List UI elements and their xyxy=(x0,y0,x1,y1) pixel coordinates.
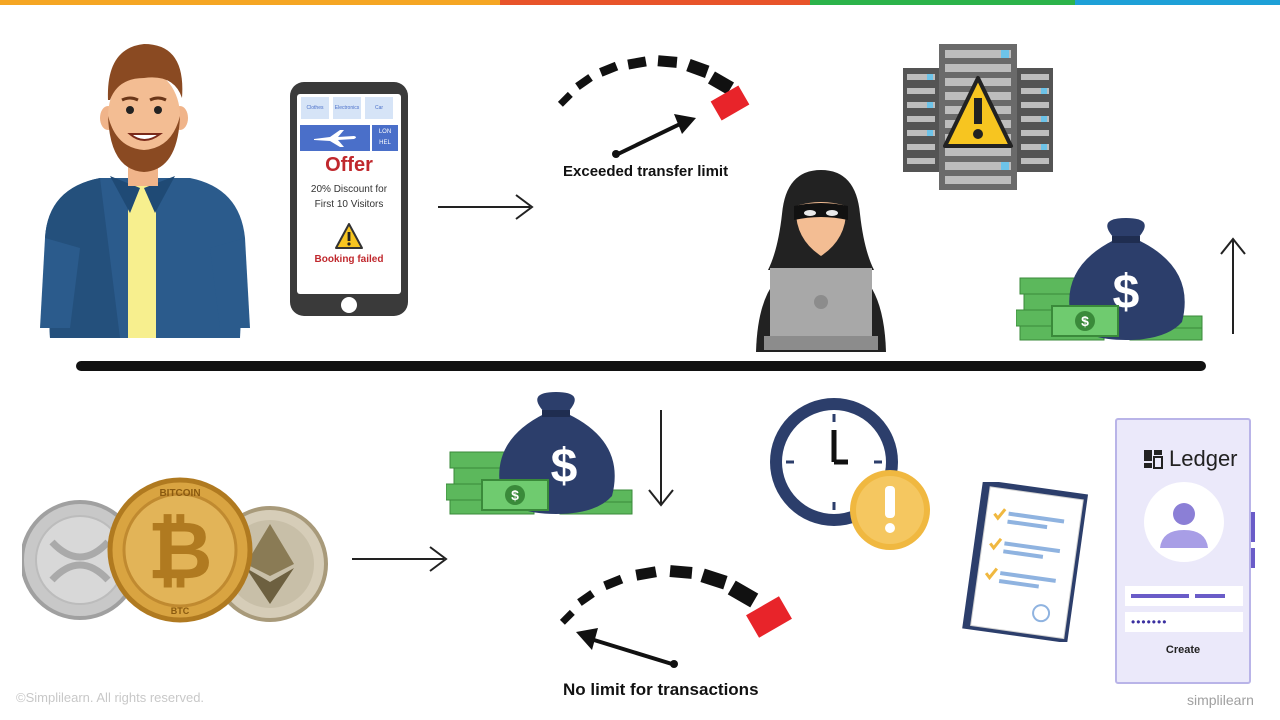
arrow-right-icon xyxy=(352,546,448,572)
clock-alert-icon xyxy=(770,398,930,550)
warning-icon xyxy=(335,223,363,249)
user-avatar-icon xyxy=(1160,503,1208,548)
offer-title: Offer xyxy=(325,154,373,176)
arrow-up-icon xyxy=(1220,237,1246,334)
avatar[interactable] xyxy=(1144,482,1224,562)
svg-text:$: $ xyxy=(551,440,578,493)
top-bar-segment-green xyxy=(810,0,1075,5)
phone-frame: Clothes Electronics Car LON HEL Offer 20… xyxy=(290,82,408,316)
svg-text:₿: ₿ xyxy=(147,506,212,595)
create-button[interactable]: Create xyxy=(1165,644,1201,656)
bitcoin-coin-top-text: BITCOIN xyxy=(159,488,200,499)
phone-home-button[interactable] xyxy=(341,297,357,313)
ledger-brand-name: Ledger xyxy=(1169,446,1238,471)
flight-banner xyxy=(300,125,370,151)
timeline-divider xyxy=(76,361,1206,371)
username-field-fill xyxy=(1195,594,1225,598)
ledger-side-button xyxy=(1251,512,1255,542)
phone-mini-tab[interactable]: Car xyxy=(365,97,393,119)
arrow-down-icon xyxy=(648,410,674,507)
password-field[interactable]: ••••••• xyxy=(1125,612,1243,632)
crypto-coins-icon: ₿ BITCOIN BTC xyxy=(22,477,328,623)
booking-status: Booking failed xyxy=(314,254,384,265)
phone-mini-tab[interactable]: Clothes xyxy=(301,97,329,119)
phone-mini-tab[interactable]: Electronics xyxy=(333,97,361,119)
ledger-brand: Ledger xyxy=(1143,446,1238,472)
phone-screen: Clothes Electronics Car LON HEL Offer 20… xyxy=(297,94,401,294)
offer-description: 20% Discount for First 10 Visitors xyxy=(297,182,401,212)
flight-codes: LON HEL xyxy=(372,125,398,151)
top-bar-segment-yellow xyxy=(0,0,500,5)
flight-code-from: LON xyxy=(378,129,392,135)
offer-line-1: 20% Discount for xyxy=(310,184,388,195)
top-bar-segment-blue xyxy=(1075,0,1280,5)
ledger-app-card: Ledger ••••••• Create xyxy=(1115,418,1251,684)
username-field[interactable] xyxy=(1125,586,1243,606)
top-bar-segment-orange xyxy=(500,0,810,5)
arrow-right-icon xyxy=(438,194,534,220)
money-bag-icon: $ $ xyxy=(1016,218,1203,341)
username-field-fill xyxy=(1131,594,1189,598)
speed-gauge-bottom xyxy=(559,565,792,668)
ledger-side-button xyxy=(1251,548,1255,568)
gauge-bottom-caption: No limit for transactions xyxy=(563,680,759,699)
footer-brand-text: simplilearn xyxy=(1187,692,1254,708)
document-clipboard-icon xyxy=(962,482,1089,642)
ledger-logo-icon xyxy=(1144,450,1163,469)
offer-line-2: First 10 Visitors xyxy=(314,199,384,210)
svg-text:$: $ xyxy=(511,487,519,503)
top-color-bar xyxy=(0,0,1280,5)
hacker-icon xyxy=(756,170,886,352)
bitcoin-coin-bottom-text: BTC xyxy=(171,606,190,616)
svg-text:$: $ xyxy=(1081,313,1089,329)
copyright-text: ©Simplilearn. All rights reserved. xyxy=(16,690,205,705)
money-bag-icon: $ $ xyxy=(446,392,633,515)
server-rack-icon xyxy=(903,44,1053,190)
footer-brand-logo: simplilearn xyxy=(1187,692,1254,708)
flight-code-to: HEL xyxy=(379,140,391,146)
gauge-top-caption: Exceeded transfer limit xyxy=(563,163,729,180)
speed-gauge-top xyxy=(557,55,750,158)
airplane-icon xyxy=(314,130,356,147)
man-illustration xyxy=(40,44,250,338)
